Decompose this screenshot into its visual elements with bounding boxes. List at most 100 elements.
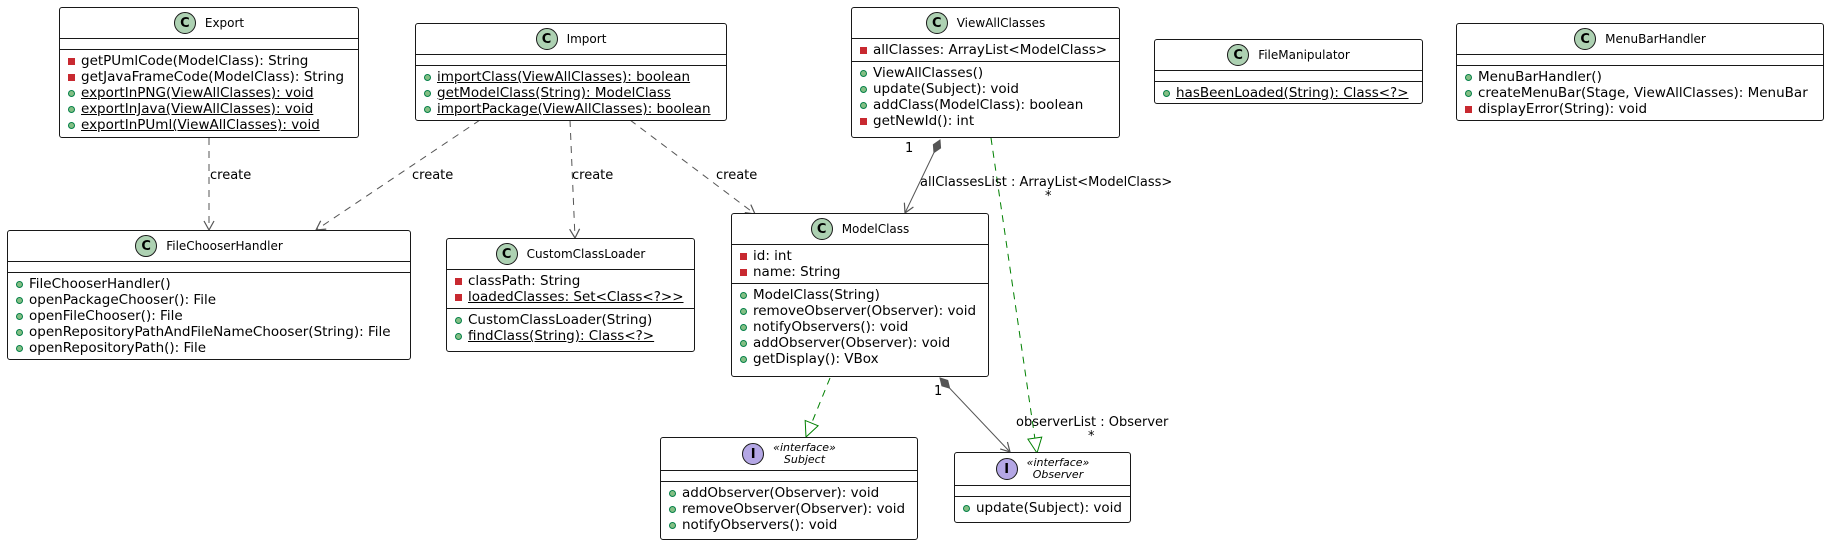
- method-text: exportInPUml(ViewAllClasses): void: [81, 117, 320, 133]
- label-mc-role: observerList : Observer: [1016, 415, 1169, 430]
- class-header: I«interface»Subject: [661, 438, 917, 470]
- private-marker-icon: [455, 293, 462, 301]
- field-text: allClasses: ArrayList<ModelClass>: [873, 42, 1108, 58]
- methods-section: CustomClassLoader(String)findClass(Strin…: [447, 308, 694, 347]
- public-marker-icon: [68, 105, 75, 113]
- class-icon: C: [1574, 28, 1597, 50]
- class-name: Export: [204, 16, 245, 30]
- method-text: importClass(ViewAllClasses): boolean: [437, 69, 691, 85]
- interface-observer[interactable]: I «interface»Observer update(Subject): voi…: [954, 452, 1131, 523]
- edge-modelclass-observer: [939, 377, 1011, 453]
- methods-section: ModelClass(String)removeObserver(Observe…: [732, 283, 988, 370]
- method-text: getJavaFrameCode(ModelClass): String: [81, 69, 345, 85]
- public-marker-icon: [16, 328, 23, 336]
- field-text: classPath: String: [468, 273, 581, 289]
- method-row: openPackageChooser(): File: [16, 292, 404, 308]
- class-name: MenuBarHandler: [1605, 32, 1706, 46]
- class-name: CustomClassLoader: [526, 247, 646, 261]
- method-text: getPUmlCode(ModelClass): String: [81, 53, 309, 69]
- method-text: removeObserver(Observer): void: [753, 303, 977, 319]
- method-text: ModelClass(String): [753, 287, 880, 303]
- method-text: displayError(String): void: [1478, 101, 1648, 117]
- public-marker-icon: [1163, 89, 1170, 97]
- public-marker-icon: [16, 280, 23, 288]
- method-row: CustomClassLoader(String): [455, 312, 688, 328]
- label-mc-multiplicity-one: 1: [934, 384, 943, 399]
- class-icon: C: [495, 243, 518, 265]
- class-icon: C: [173, 12, 196, 34]
- field-text: loadedClasses: Set<Class<?>>: [468, 289, 684, 305]
- class-name: ViewAllClasses: [956, 16, 1046, 30]
- method-text: ViewAllClasses(): [873, 65, 984, 81]
- method-row: addObserver(Observer): void: [669, 485, 911, 501]
- public-marker-icon: [455, 316, 462, 324]
- method-text: notifyObservers(): void: [753, 319, 909, 335]
- method-text: getDisplay(): VBox: [753, 351, 879, 367]
- method-row: update(Subject): void: [963, 500, 1124, 516]
- method-row: getModelClass(String): ModelClass: [424, 85, 720, 101]
- public-marker-icon: [740, 355, 747, 363]
- interface-icon: I: [995, 458, 1018, 480]
- method-row: importPackage(ViewAllClasses): boolean: [424, 101, 720, 117]
- methods-section: FileChooserHandler()openPackageChooser()…: [8, 272, 410, 359]
- edge-viewallclasses-modelclass: [903, 139, 942, 215]
- method-row: getDisplay(): VBox: [740, 351, 982, 367]
- private-marker-icon: [860, 117, 867, 125]
- class-header: C Export: [60, 8, 358, 38]
- label-import-customloader-create: create: [572, 168, 614, 183]
- label-vac-multiplicity-one: 1: [905, 141, 914, 156]
- methods-section: update(Subject): void: [955, 496, 1130, 519]
- fields-section: [60, 38, 358, 49]
- method-text: openFileChooser(): File: [29, 308, 183, 324]
- method-row: hasBeenLoaded(String): Class<?>: [1163, 85, 1416, 101]
- public-marker-icon: [1465, 89, 1472, 97]
- method-row: notifyObservers(): void: [669, 517, 911, 533]
- class-icon: C: [1227, 44, 1250, 66]
- fields-section: [661, 470, 917, 481]
- method-row: MenuBarHandler(): [1465, 69, 1817, 85]
- method-row: notifyObservers(): void: [740, 319, 982, 335]
- method-text: getModelClass(String): ModelClass: [437, 85, 671, 101]
- method-row: FileChooserHandler(): [16, 276, 404, 292]
- private-marker-icon: [860, 46, 867, 54]
- fields-section: [416, 54, 726, 65]
- public-marker-icon: [740, 307, 747, 315]
- interface-subject[interactable]: I«interface»Subject addObserver(Observer)…: [660, 437, 918, 540]
- interface-title: «interface»Observer: [1027, 457, 1090, 481]
- method-text: CustomClassLoader(String): [468, 312, 653, 328]
- method-text: addClass(ModelClass): boolean: [873, 97, 1084, 113]
- method-row: ViewAllClasses(): [860, 65, 1113, 81]
- method-text: addObserver(Observer): void: [753, 335, 951, 351]
- public-marker-icon: [16, 296, 23, 304]
- label-export-create: create: [210, 168, 252, 183]
- method-row: importClass(ViewAllClasses): boolean: [424, 69, 720, 85]
- method-row: openRepositoryPathAndFileNameChooser(Str…: [16, 324, 404, 340]
- method-text: findClass(String): Class<?>: [468, 328, 655, 344]
- method-text: update(Subject): void: [976, 500, 1122, 516]
- public-marker-icon: [740, 291, 747, 299]
- method-text: update(Subject): void: [873, 81, 1019, 97]
- label-mc-multiplicity-many: *: [1088, 429, 1095, 444]
- private-marker-icon: [68, 57, 75, 65]
- public-marker-icon: [669, 489, 676, 497]
- stereotype-label: «interface»: [1026, 456, 1090, 469]
- public-marker-icon: [424, 73, 431, 81]
- class-icon: C: [535, 28, 558, 50]
- public-marker-icon: [424, 105, 431, 113]
- method-text: hasBeenLoaded(String): Class<?>: [1176, 85, 1409, 101]
